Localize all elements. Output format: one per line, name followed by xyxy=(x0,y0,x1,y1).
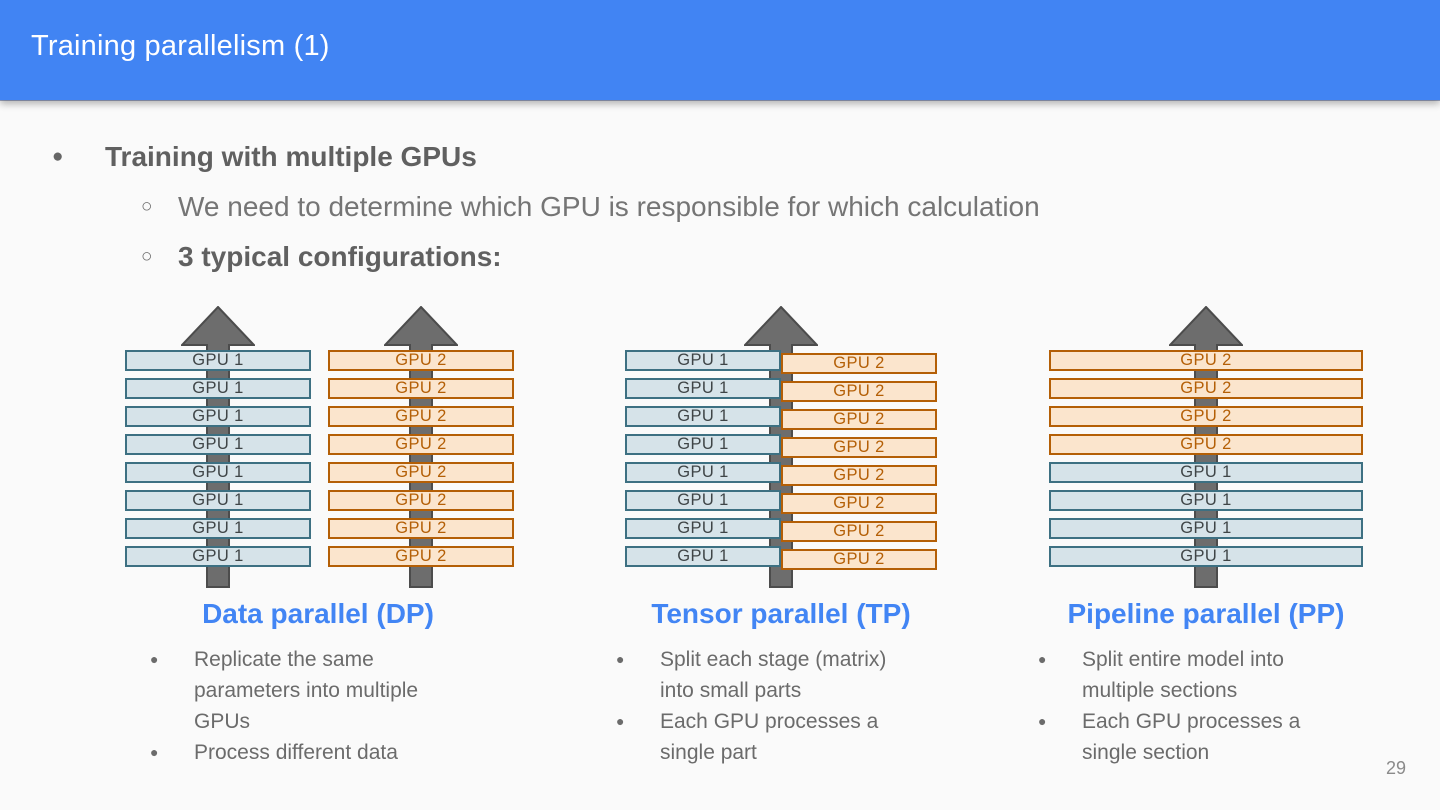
gpu-box-gpu-1: GPU 1 xyxy=(125,518,311,539)
caption-pipeline-parallel: Pipeline parallel (PP) xyxy=(1067,598,1345,629)
bullet-filled-icon: ● xyxy=(150,651,159,667)
gpu-box-gpu-1: GPU 1 xyxy=(125,490,311,511)
page-number: 29 xyxy=(1385,758,1406,778)
gpu-box-gpu-2: GPU 2 xyxy=(328,490,514,511)
gpu-box-gpu-1: GPU 1 xyxy=(1049,490,1363,511)
gpu-box-gpu-1: GPU 1 xyxy=(625,462,781,483)
gpu-box-gpu-2: GPU 2 xyxy=(328,434,514,455)
note-item: ● Process different data xyxy=(150,737,430,768)
notes-data-parallel: ● Replicate the same parameters into mul… xyxy=(150,644,430,768)
bullet-filled-icon: ● xyxy=(616,713,625,729)
gpu-box-gpu-1: GPU 1 xyxy=(125,462,311,483)
bullet-filled-icon: ● xyxy=(52,146,64,167)
gpu-box-gpu-2: GPU 2 xyxy=(1049,350,1363,371)
gpu-box-gpu-2: GPU 2 xyxy=(781,493,937,514)
gpu-box-gpu-1: GPU 1 xyxy=(125,350,311,371)
gpu-box-gpu-2: GPU 2 xyxy=(781,521,937,542)
gpu-box-gpu-1: GPU 1 xyxy=(625,406,781,427)
slide-header: Training parallelism (1) xyxy=(0,0,1440,100)
gpu-box-gpu-1: GPU 1 xyxy=(1049,462,1363,483)
bullet-level2-item: ○ We need to determine which GPU is resp… xyxy=(0,182,1400,232)
gpu-box-gpu-1: GPU 1 xyxy=(625,350,781,371)
note-text: Split each stage (matrix) into small par… xyxy=(660,648,887,702)
notes-tensor-parallel: ● Split each stage (matrix) into small p… xyxy=(616,644,900,768)
bullet-list: ● Training with multiple GPUs ○ We need … xyxy=(0,132,1400,282)
gpu-box-gpu-2: GPU 2 xyxy=(328,462,514,483)
gpu-box-gpu-2: GPU 2 xyxy=(781,353,937,374)
caption-data-parallel: Data parallel (DP) xyxy=(202,598,434,629)
bullet-level1: ● Training with multiple GPUs xyxy=(0,132,1400,182)
note-item: ● Split entire model into multiple secti… xyxy=(1038,644,1322,706)
gpu-box-gpu-2: GPU 2 xyxy=(1049,434,1363,455)
note-text: Each GPU processes a single part xyxy=(660,710,879,764)
bullet-filled-icon: ● xyxy=(616,651,625,667)
gpu-box-gpu-2: GPU 2 xyxy=(1049,406,1363,427)
gpu-box-gpu-2: GPU 2 xyxy=(328,406,514,427)
gpu-box-gpu-2: GPU 2 xyxy=(328,350,514,371)
gpu-box-gpu-1: GPU 1 xyxy=(625,434,781,455)
gpu-box-gpu-1: GPU 1 xyxy=(625,546,781,567)
note-item: ● Each GPU processes a single section xyxy=(1038,706,1322,768)
bullet-level2-item: ○ 3 typical configurations: xyxy=(0,232,1400,282)
gpu-box-gpu-2: GPU 2 xyxy=(328,546,514,567)
gpu-box-gpu-2: GPU 2 xyxy=(781,381,937,402)
note-text: Replicate the same parameters into multi… xyxy=(194,648,419,733)
bullet-level1-text: Training with multiple GPUs xyxy=(105,141,477,172)
gpu-box-gpu-1: GPU 1 xyxy=(125,546,311,567)
gpu-box-gpu-2: GPU 2 xyxy=(781,437,937,458)
note-item: ● Each GPU processes a single part xyxy=(616,706,900,768)
note-text: Split entire model into multiple section… xyxy=(1082,648,1284,702)
bullet-hollow-icon: ○ xyxy=(141,246,153,267)
notes-pipeline-parallel: ● Split entire model into multiple secti… xyxy=(1038,644,1322,768)
bullet-level2-text: 3 typical configurations: xyxy=(178,241,502,272)
gpu-box-gpu-2: GPU 2 xyxy=(1049,378,1363,399)
gpu-box-gpu-2: GPU 2 xyxy=(781,549,937,570)
gpu-box-gpu-1: GPU 1 xyxy=(625,518,781,539)
bullet-hollow-icon: ○ xyxy=(141,196,153,217)
gpu-box-gpu-1: GPU 1 xyxy=(625,378,781,399)
gpu-box-gpu-2: GPU 2 xyxy=(328,518,514,539)
slide-title: Training parallelism (1) xyxy=(31,30,330,62)
gpu-box-gpu-1: GPU 1 xyxy=(1049,518,1363,539)
note-text: Each GPU processes a single section xyxy=(1082,710,1301,764)
bullet-filled-icon: ● xyxy=(1038,651,1047,667)
note-item: ● Replicate the same parameters into mul… xyxy=(150,644,430,737)
gpu-box-gpu-2: GPU 2 xyxy=(781,465,937,486)
gpu-box-gpu-2: GPU 2 xyxy=(328,378,514,399)
gpu-box-gpu-1: GPU 1 xyxy=(1049,546,1363,567)
gpu-box-gpu-1: GPU 1 xyxy=(125,434,311,455)
diagram-pipeline-parallel: GPU 2 GPU 2 GPU 2 GPU 2 GPU 1 GPU 1 GPU 1 GPU 1 xyxy=(1049,298,1363,590)
gpu-box-gpu-2: GPU 2 xyxy=(781,409,937,430)
bullet-level2-text: We need to determine which GPU is respon… xyxy=(178,191,1040,222)
gpu-box-gpu-1: GPU 1 xyxy=(625,490,781,511)
note-item: ● Split each stage (matrix) into small p… xyxy=(616,644,900,706)
caption-tensor-parallel: Tensor parallel (TP) xyxy=(651,598,911,629)
gpu-box-gpu-1: GPU 1 xyxy=(125,406,311,427)
bullet-filled-icon: ● xyxy=(1038,713,1047,729)
note-text: Process different data xyxy=(194,741,398,764)
bullet-filled-icon: ● xyxy=(150,744,159,760)
diagram-data-parallel: GPU 1 GPU 2 GPU 1 GPU 2 GPU 1 GPU 2 GPU 1 GPU 2… xyxy=(125,298,514,590)
gpu-box-gpu-1: GPU 1 xyxy=(125,378,311,399)
